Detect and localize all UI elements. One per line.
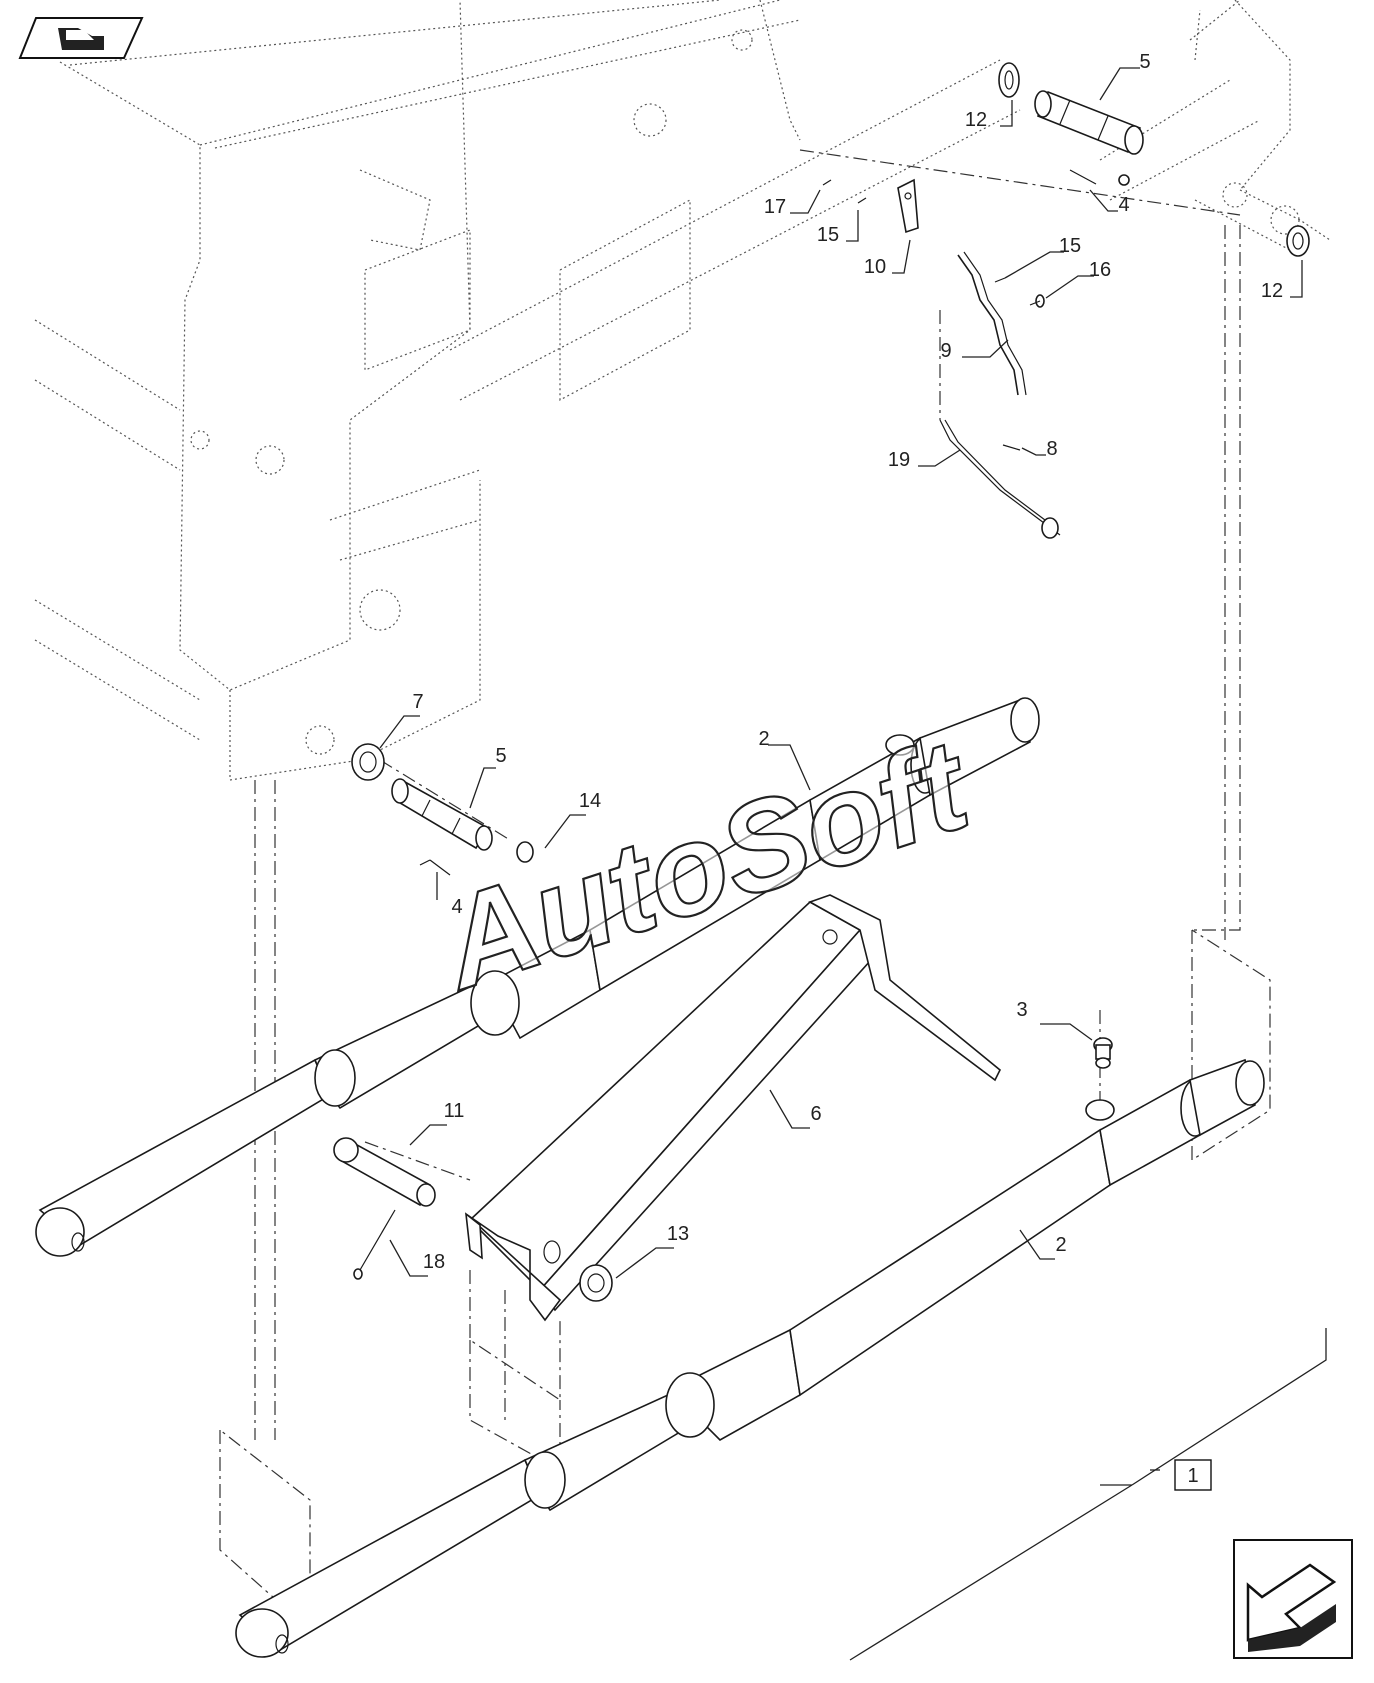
callout-12: 12: [1261, 280, 1283, 302]
callout-labels: 5 12 4 17 15 10 15 16 12 9 8 19 7 2 5 14 4 3 11 6 13 2 18: [412, 51, 1283, 1273]
callout-7: 7: [412, 691, 423, 713]
callout-15: 15: [1059, 235, 1081, 257]
callout-10: 10: [864, 256, 886, 278]
callout-19: 19: [888, 449, 910, 471]
callout-16: 16: [1089, 259, 1111, 281]
callout-12: 12: [965, 109, 987, 131]
callout-13: 13: [667, 1223, 689, 1245]
header-frame: [34, 0, 1331, 781]
pivot-hardware: [351, 743, 534, 876]
callout-8: 8: [1046, 438, 1057, 460]
alignment-lines: [219, 149, 1271, 1632]
watermark: AutoSoft: [422, 712, 987, 1017]
callout-2: 2: [1055, 1234, 1066, 1256]
callout-2: 2: [758, 728, 769, 750]
callout-18: 18: [423, 1251, 445, 1273]
upper-hardware: [822, 62, 1310, 539]
upper-shaft: [35, 697, 1040, 1257]
callout-11: 11: [444, 1100, 465, 1122]
callout-5: 5: [1139, 51, 1150, 73]
leader-lines: [379, 67, 1327, 1661]
callout-14: 14: [579, 790, 601, 812]
assembly-reference-label: 1: [1187, 1465, 1198, 1487]
lower-shaft: [235, 1058, 1265, 1658]
arm-hardware: [333, 1037, 1113, 1302]
callout-15: 15: [817, 224, 839, 246]
callout-5: 5: [495, 745, 506, 767]
callout-4: 4: [1118, 194, 1129, 216]
callout-9: 9: [940, 340, 951, 362]
next-page-arrow-icon[interactable]: [1233, 1539, 1353, 1659]
callout-17: 17: [764, 196, 786, 218]
reference-arrow-icon[interactable]: [18, 17, 144, 59]
callout-4: 4: [451, 896, 462, 918]
callout-3: 3: [1016, 999, 1027, 1021]
callout-6: 6: [810, 1103, 821, 1125]
assembly-reference[interactable]: 1: [1174, 1459, 1212, 1491]
arm: [464, 894, 1002, 1322]
